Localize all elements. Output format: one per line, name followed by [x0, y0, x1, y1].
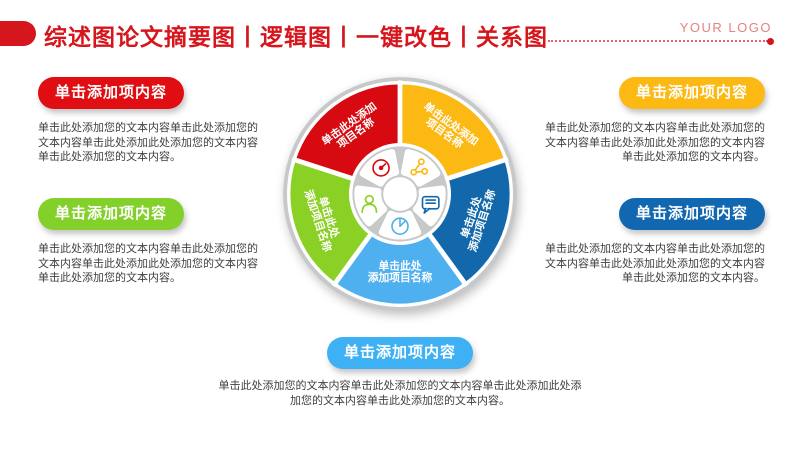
- segment-label-lightblue[interactable]: 单击此处 添加项目名称: [368, 259, 433, 284]
- segment-dividers: [291, 80, 509, 288]
- pie-chart-icon: [391, 217, 409, 236]
- item-pill-bottom-center[interactable]: 单击添加项内容: [327, 337, 473, 369]
- callout-top-left: 单击添加项内容 单击此处添加您的文本内容单击此处添加您的文本内容单击此处添加此处…: [38, 77, 268, 165]
- item-pill-bottom-left[interactable]: 单击添加项内容: [38, 198, 184, 230]
- hub-center-circle: [383, 177, 417, 211]
- divider-end-dot: [767, 38, 774, 45]
- wheel-segment-yellow[interactable]: [398, 84, 505, 180]
- wheel-diagram: 单击此处添加 项目名称 单击此处添加 项目名称 单击此处 添加项目名称 单击此处…: [283, 77, 517, 311]
- chat-icon: [421, 195, 440, 214]
- callout-bottom-center: 单击添加项内容 单击此处添加您的文本内容单击此处添加您的文本内容单击此处添加此处…: [190, 337, 610, 409]
- placeholder-text-bottom-center[interactable]: 单击此处添加您的文本内容单击此处添加您的文本内容单击此处添加此处添加您的文本内容…: [218, 380, 582, 407]
- callout-bottom-left: 单击添加项内容 单击此处添加您的文本内容单击此处添加您的文本内容单击此处添加此处…: [38, 198, 268, 286]
- wheel-segment-green[interactable]: [290, 160, 372, 283]
- item-pill-top-left[interactable]: 单击添加项内容: [38, 77, 184, 109]
- placeholder-text-top-right[interactable]: 单击此处添加您的文本内容单击此处添加您的文本内容单击此处添加此处添加您的文本内容…: [545, 122, 765, 164]
- item-pill-top-right[interactable]: 单击添加项内容: [619, 77, 765, 109]
- header-accent-shape: [0, 21, 36, 46]
- wheel-segment-blue[interactable]: [428, 160, 510, 283]
- placeholder-text-top-left[interactable]: 单击此处添加您的文本内容单击此处添加您的文本内容单击此处添加此处添加您的文本内容…: [38, 122, 258, 164]
- svg-text:添加项目名称: 添加项目名称: [368, 271, 433, 284]
- header-dotted-divider: [548, 40, 768, 42]
- share-icon: [410, 158, 429, 176]
- item-pill-bottom-right[interactable]: 单击添加项内容: [619, 198, 765, 230]
- page-title[interactable]: 综述图论文摘要图丨逻辑图丨一键改色丨关系图: [44, 24, 548, 50]
- logo-placeholder: YOUR LOGO: [679, 20, 772, 35]
- callout-top-right: 单击添加项内容 单击此处添加您的文本内容单击此处添加您的文本内容单击此处添加此处…: [535, 77, 765, 165]
- wheel-segment-lightblue[interactable]: [335, 234, 465, 304]
- placeholder-text-bottom-left[interactable]: 单击此处添加您的文本内容单击此处添加您的文本内容单击此处添加此处添加您的文本内容…: [38, 243, 258, 285]
- placeholder-text-bottom-right[interactable]: 单击此处添加您的文本内容单击此处添加您的文本内容单击此处添加此处添加您的文本内容…: [545, 243, 765, 285]
- person-icon: [361, 194, 378, 214]
- gauge-icon: [372, 159, 390, 177]
- callout-bottom-right: 单击添加项内容 单击此处添加您的文本内容单击此处添加您的文本内容单击此处添加此处…: [535, 198, 765, 286]
- svg-text:单击此处: 单击此处: [378, 259, 421, 272]
- wheel-segment-red[interactable]: [295, 84, 402, 180]
